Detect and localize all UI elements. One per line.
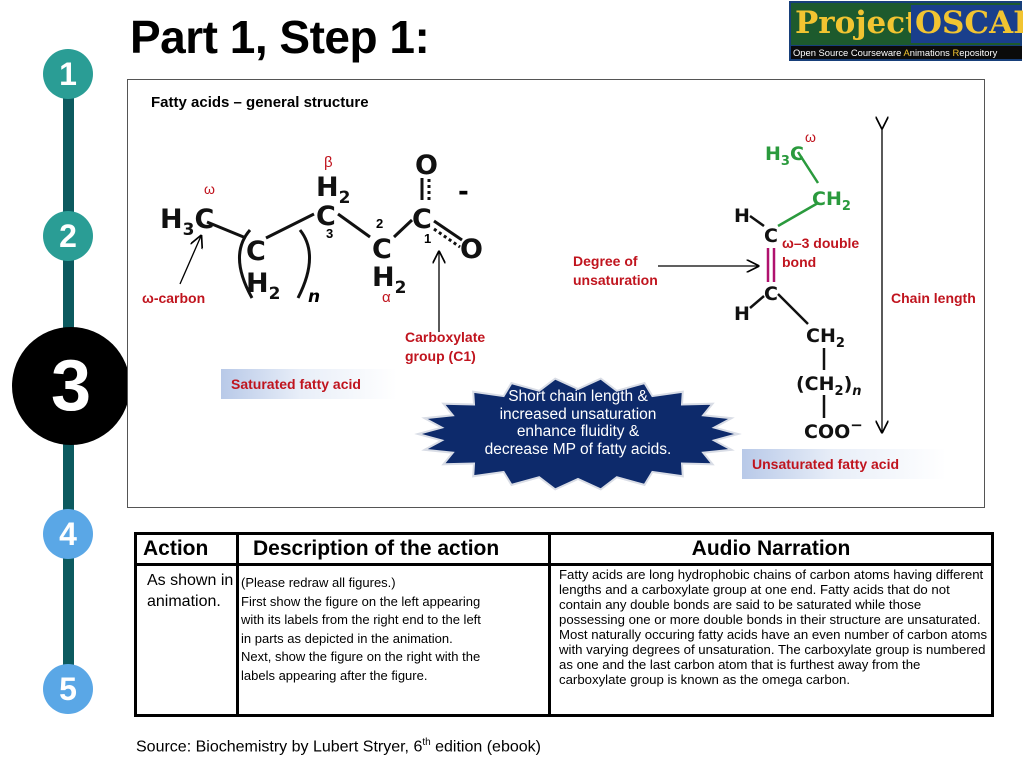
omega-carbon-label: ω-carbon [142, 290, 206, 306]
step-3-badge-current[interactable]: 3 [12, 327, 130, 445]
logo-tagline: Open Source Courseware Animations Reposi… [791, 46, 1022, 59]
h-lower: H [734, 303, 750, 325]
h2-top: H2 [316, 172, 350, 208]
h-upper: H [734, 205, 750, 227]
project-oscar-logo: Project OSCAR Open Source Courseware Ani… [789, 1, 1023, 61]
callout-text: Short chain length & increased unsaturat… [484, 388, 672, 458]
ch2n-repeat: (CH2)n [796, 373, 862, 399]
c-lower: C [764, 283, 778, 305]
coo-group: COO− [804, 416, 863, 443]
saturated-fatty-acid-tag: Saturated fatty acid [221, 369, 397, 399]
carbon-c2: C [372, 234, 392, 265]
h2-repeat: H2 [246, 268, 280, 304]
step-2-badge[interactable]: 2 [43, 211, 93, 261]
omega3-double-bond-label: ω–3 double bond [782, 235, 860, 270]
oxygen-top: O [415, 150, 438, 181]
header-description: Description of the action [236, 532, 551, 566]
carbon-number-3: 3 [326, 226, 333, 241]
beta-label: β [324, 154, 333, 171]
h3c-green: H3C [765, 143, 804, 169]
degree-unsaturation-label: Degree of unsaturation [573, 253, 658, 288]
structure-drawings: H3C H2 C C H2 C H2 C O O n - β ω α [160, 80, 984, 491]
oxygen-right: O [460, 234, 483, 265]
omega-label-right: ω [805, 129, 816, 145]
alpha-label: α [382, 289, 391, 306]
header-audio-narration: Audio Narration [548, 532, 994, 566]
omega-label-left: ω [204, 181, 215, 197]
omega-carbon-arrow [179, 236, 201, 285]
step-1-badge[interactable]: 1 [43, 49, 93, 99]
carbon-c1: C [412, 204, 432, 235]
carboxylate-group-label: Carboxylate group (C1) [405, 329, 486, 364]
slide-title: Part 1, Step 1: [130, 11, 430, 63]
carbon-number-2: 2 [376, 216, 383, 231]
diagram-heading: Fatty acids – general structure [151, 94, 369, 111]
header-action: Action [134, 532, 239, 566]
ch2-green: CH2 [812, 188, 851, 214]
repeat-n-label: n [308, 287, 320, 307]
carbon-number-1: 1 [424, 231, 431, 246]
callout-starburst [414, 377, 742, 491]
action-table: Action Description of the action Audio N… [134, 532, 994, 717]
chain-length-label: Chain length [891, 290, 976, 306]
unsaturated-fatty-acid-tag: Unsaturated fatty acid [742, 449, 946, 479]
action-cell: As shown in animation. [134, 563, 239, 717]
step-4-badge[interactable]: 4 [43, 509, 93, 559]
fatty-acid-diagram-panel: H3C H2 C C H2 C H2 C O O n - β ω α [127, 79, 985, 508]
table-row: As shown in animation. (Please redraw al… [134, 563, 994, 717]
ch2-black: CH2 [806, 325, 845, 351]
table-header-row: Action Description of the action Audio N… [134, 532, 994, 566]
carbon-c3: C [316, 201, 336, 232]
description-cell: (Please redraw all figures.) First show … [236, 563, 551, 717]
step-5-badge[interactable]: 5 [43, 664, 93, 714]
c-upper: C [764, 225, 778, 247]
source-citation: Source: Biochemistry by Lubert Stryer, 6… [136, 737, 541, 756]
carboxylate-charge: - [458, 177, 469, 207]
narration-cell: Fatty acids are long hydrophobic chains … [548, 563, 994, 717]
h3c-group: H3C [160, 204, 214, 240]
carbon-repeat: C [246, 236, 266, 267]
